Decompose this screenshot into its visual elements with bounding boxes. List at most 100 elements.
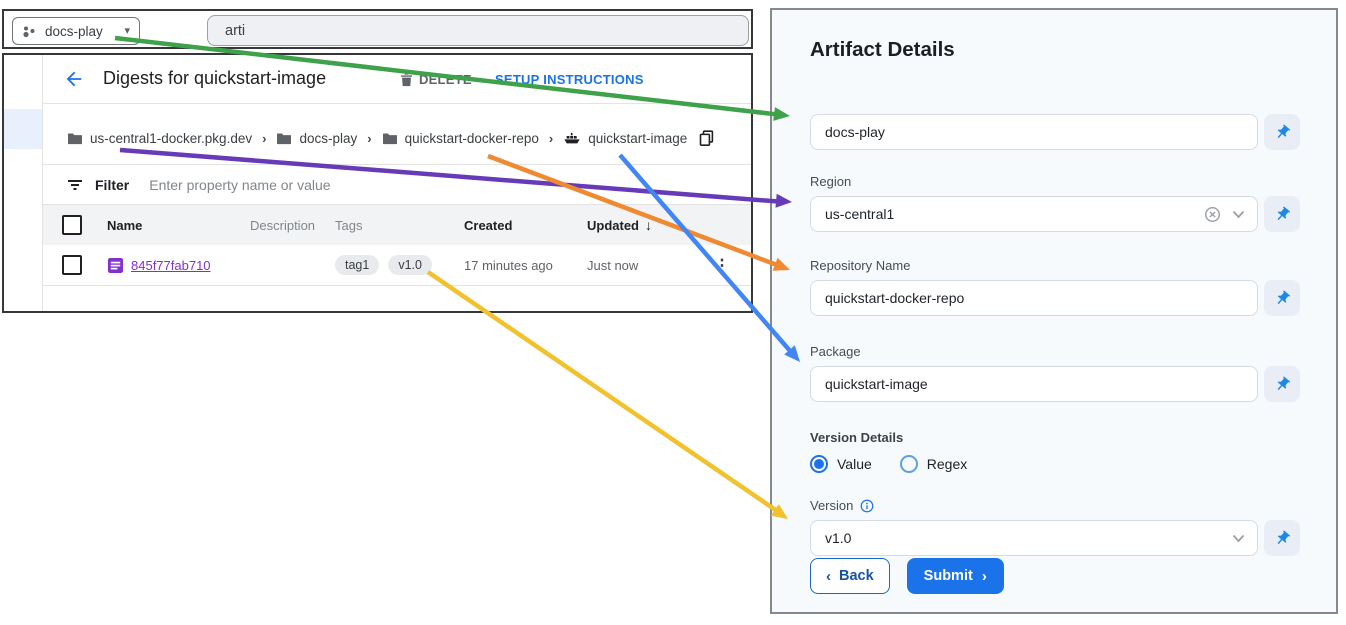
search-input[interactable]: arti bbox=[207, 15, 749, 46]
pin-icon bbox=[1277, 124, 1290, 138]
breadcrumb-package-label: quickstart-image bbox=[588, 131, 688, 146]
row-checkbox[interactable] bbox=[62, 255, 82, 275]
clear-icon[interactable] bbox=[1204, 206, 1221, 223]
package-label: Package bbox=[810, 344, 861, 359]
pin-icon bbox=[1277, 376, 1290, 390]
column-header-name[interactable]: Name bbox=[107, 217, 143, 233]
panel-title: Artifact Details bbox=[810, 38, 955, 61]
breadcrumb-host[interactable]: us-central1-docker.pkg.dev bbox=[67, 131, 252, 146]
repository-input[interactable]: quickstart-docker-repo bbox=[810, 280, 1258, 316]
column-header-created[interactable]: Created bbox=[464, 217, 513, 233]
radio-regex[interactable]: Regex bbox=[899, 455, 968, 473]
repository-label: Repository Name bbox=[810, 258, 911, 273]
select-all-checkbox[interactable] bbox=[62, 215, 82, 235]
container-image-icon bbox=[564, 132, 580, 144]
breadcrumb-project-label: docs-play bbox=[299, 131, 358, 146]
tag-chip: v1.0 bbox=[388, 255, 432, 275]
table-row: 845f77fab710 tag1 v1.0 17 minutes ago Ju… bbox=[43, 245, 751, 286]
chevron-down-icon[interactable] bbox=[1232, 210, 1245, 219]
chevron-right-icon: › bbox=[981, 567, 987, 585]
version-details-label: Version Details bbox=[810, 430, 904, 445]
info-icon[interactable] bbox=[860, 499, 874, 513]
folder-icon bbox=[382, 133, 397, 144]
breadcrumb-repository-label: quickstart-docker-repo bbox=[404, 131, 539, 146]
console-window: Digests for quickstart-image DELETE SETU… bbox=[2, 53, 753, 313]
folder-icon bbox=[277, 133, 292, 144]
project-input[interactable]: docs-play bbox=[810, 114, 1258, 150]
pin-button[interactable] bbox=[1264, 196, 1300, 232]
back-arrow-icon[interactable] bbox=[63, 68, 85, 90]
radio-unselected-icon bbox=[899, 455, 918, 473]
radio-value[interactable]: Value bbox=[810, 455, 872, 473]
filter-placeholder: Enter property name or value bbox=[149, 176, 331, 193]
version-label: Version bbox=[810, 498, 854, 513]
pin-button[interactable] bbox=[1264, 520, 1300, 556]
digest-link[interactable]: 845f77fab710 bbox=[131, 257, 211, 273]
project-field: docs-play bbox=[810, 114, 1304, 150]
radio-selected-icon bbox=[810, 455, 828, 473]
left-rail bbox=[4, 55, 43, 311]
repository-field: Repository Name quickstart-docker-repo bbox=[810, 258, 1304, 316]
region-field: Region us-central1 bbox=[810, 174, 1304, 232]
version-details-field: Version Details Value Regex bbox=[810, 430, 1304, 473]
chevron-down-icon: ▾ bbox=[124, 24, 130, 37]
breadcrumb-separator: › bbox=[548, 131, 554, 146]
project-icon bbox=[23, 26, 35, 37]
repository-input-value: quickstart-docker-repo bbox=[825, 290, 965, 306]
sort-desc-icon: ↓ bbox=[645, 217, 652, 233]
package-input[interactable]: quickstart-image bbox=[810, 366, 1258, 402]
submit-button-label: Submit bbox=[923, 568, 973, 584]
form-actions: ‹ Back Submit › bbox=[810, 558, 1004, 594]
filter-icon bbox=[68, 179, 82, 190]
setup-instructions-button[interactable]: SETUP INSTRUCTIONS bbox=[495, 72, 644, 87]
region-input-value: us-central1 bbox=[825, 206, 895, 222]
version-input[interactable]: v1.0 bbox=[810, 520, 1258, 556]
folder-icon bbox=[68, 133, 82, 144]
project-selector[interactable]: docs-play ▾ bbox=[12, 17, 140, 45]
console-topbar: docs-play ▾ arti bbox=[2, 9, 753, 49]
chevron-left-icon: ‹ bbox=[826, 567, 831, 585]
back-button[interactable]: ‹ Back bbox=[810, 558, 890, 594]
radio-value-label: Value bbox=[837, 456, 872, 472]
package-field: Package quickstart-image bbox=[810, 344, 1304, 402]
column-header-tags: Tags bbox=[335, 217, 363, 233]
radio-regex-label: Regex bbox=[926, 456, 968, 472]
rail-selected-item[interactable] bbox=[4, 109, 42, 149]
breadcrumb-package[interactable]: quickstart-image bbox=[563, 131, 687, 146]
copy-icon[interactable] bbox=[699, 130, 714, 147]
page-title: Digests for quickstart-image bbox=[103, 68, 327, 88]
digest-icon bbox=[107, 257, 124, 273]
pin-button[interactable] bbox=[1264, 366, 1300, 402]
row-overflow-menu[interactable]: ⋮ bbox=[713, 255, 731, 275]
delete-button-label: DELETE bbox=[419, 72, 472, 87]
region-input[interactable]: us-central1 bbox=[810, 196, 1258, 232]
filter-label: Filter bbox=[95, 176, 130, 193]
column-header-updated[interactable]: Updated ↓ bbox=[587, 217, 702, 233]
table-header-row: Name Description Tags Created Updated ↓ bbox=[43, 205, 751, 246]
filter-bar[interactable]: Filter Enter property name or value bbox=[43, 165, 751, 205]
pin-button[interactable] bbox=[1264, 280, 1300, 316]
pin-icon bbox=[1277, 206, 1290, 220]
back-button-label: Back bbox=[839, 568, 874, 584]
pin-icon bbox=[1277, 290, 1290, 304]
artifact-details-panel: Artifact Details docs-play Region us-cen… bbox=[770, 8, 1338, 614]
breadcrumb-host-label: us-central1-docker.pkg.dev bbox=[90, 131, 253, 146]
version-field: Version v1.0 bbox=[810, 498, 1304, 556]
pin-button[interactable] bbox=[1264, 114, 1300, 150]
version-input-value: v1.0 bbox=[825, 530, 852, 546]
breadcrumb-project[interactable]: docs-play bbox=[276, 131, 357, 146]
project-selector-label: docs-play bbox=[45, 23, 103, 39]
trash-icon bbox=[400, 73, 413, 87]
package-input-value: quickstart-image bbox=[825, 376, 928, 392]
breadcrumb-repository[interactable]: quickstart-docker-repo bbox=[382, 131, 539, 146]
submit-button[interactable]: Submit › bbox=[906, 558, 1004, 594]
row-created: 17 minutes ago bbox=[464, 257, 553, 273]
breadcrumb: us-central1-docker.pkg.dev › docs-play ›… bbox=[43, 103, 751, 165]
row-updated: Just now bbox=[587, 257, 639, 273]
page-header: Digests for quickstart-image DELETE SETU… bbox=[43, 55, 751, 104]
column-header-description: Description bbox=[250, 217, 316, 233]
region-label: Region bbox=[810, 174, 852, 189]
chevron-down-icon[interactable] bbox=[1232, 534, 1245, 543]
delete-button[interactable]: DELETE bbox=[400, 72, 472, 87]
